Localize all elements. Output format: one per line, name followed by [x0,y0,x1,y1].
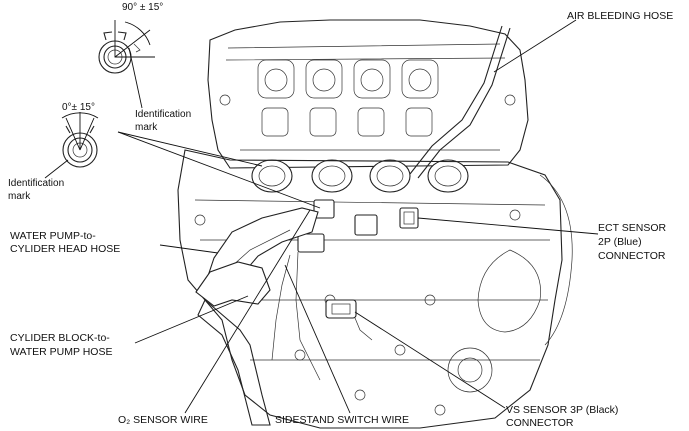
identification-mark-label-1a: Identification [135,109,192,120]
identification-mark-label-2b: mark [8,191,31,202]
ect-sensor-label-3: CONNECTOR [598,250,666,262]
identification-mark-label-2a: Identification [8,178,65,189]
vs-sensor-label-1: VS SENSOR 3P (Black) [506,404,619,416]
o2-sensor-wire-label: O₂ SENSOR WIRE [118,414,208,426]
vs-sensor-label-2: CONNECTOR [506,417,574,429]
sidestand-switch-wire-label: SIDESTAND SWITCH WIRE [275,414,409,426]
angle-label-90: 90° ± 15° [122,2,164,13]
ect-sensor-label-2: 2P (Blue) [598,236,642,248]
water-pump-hose-label-2: CYLIDER HEAD HOSE [10,243,121,255]
air-bleeding-hose-label: AIR BLEEDING HOSE [567,10,674,22]
engine-block [177,19,573,429]
angle-label-0: 0°± 15° [62,102,95,113]
clamp-inset-0deg [61,112,99,168]
leader-lines [44,19,599,414]
cylinder-block-hose-label-2: WATER PUMP HOSE [10,346,113,358]
cylinder-block-hose-label-1: CYLIDER BLOCK-to- [10,332,110,344]
hoses [195,25,511,381]
identification-mark-label-1b: mark [135,122,158,133]
clamp-inset-90deg [98,20,155,74]
water-pump-hose-label-1: WATER PUMP-to- [10,230,96,242]
ect-sensor-label-1: ECT SENSOR [598,222,667,234]
